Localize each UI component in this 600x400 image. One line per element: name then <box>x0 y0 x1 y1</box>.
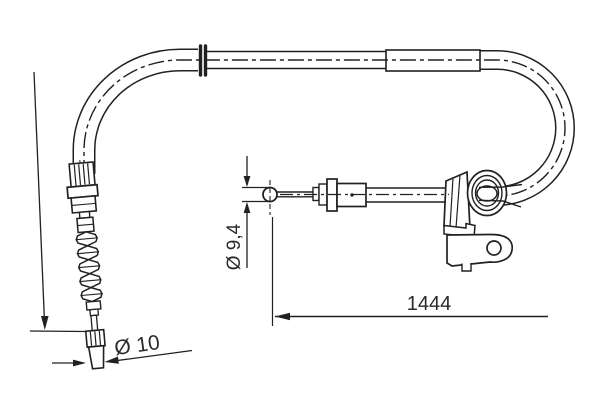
end-grommet <box>466 169 523 217</box>
dimension-end-diameter: Ø 10 <box>52 331 193 367</box>
dimension-length: 1444 <box>271 217 548 326</box>
bellows <box>75 231 103 303</box>
adjuster-assembly <box>262 178 449 215</box>
bracket-hole <box>486 240 502 256</box>
length-label: 1444 <box>407 293 452 315</box>
mounting-bracket-body <box>443 170 471 230</box>
housing-centerline <box>83 59 566 197</box>
bracket-tab <box>461 263 472 272</box>
nipple-diameter-label: Ø 9,4 <box>224 223 245 270</box>
leader-arrow <box>29 71 87 333</box>
dimension-nipple-diameter: Ø 9,4 <box>224 156 271 270</box>
mounting-bracket-plate <box>443 222 514 272</box>
end-cap <box>84 328 106 370</box>
cable-end-boot <box>66 160 106 370</box>
